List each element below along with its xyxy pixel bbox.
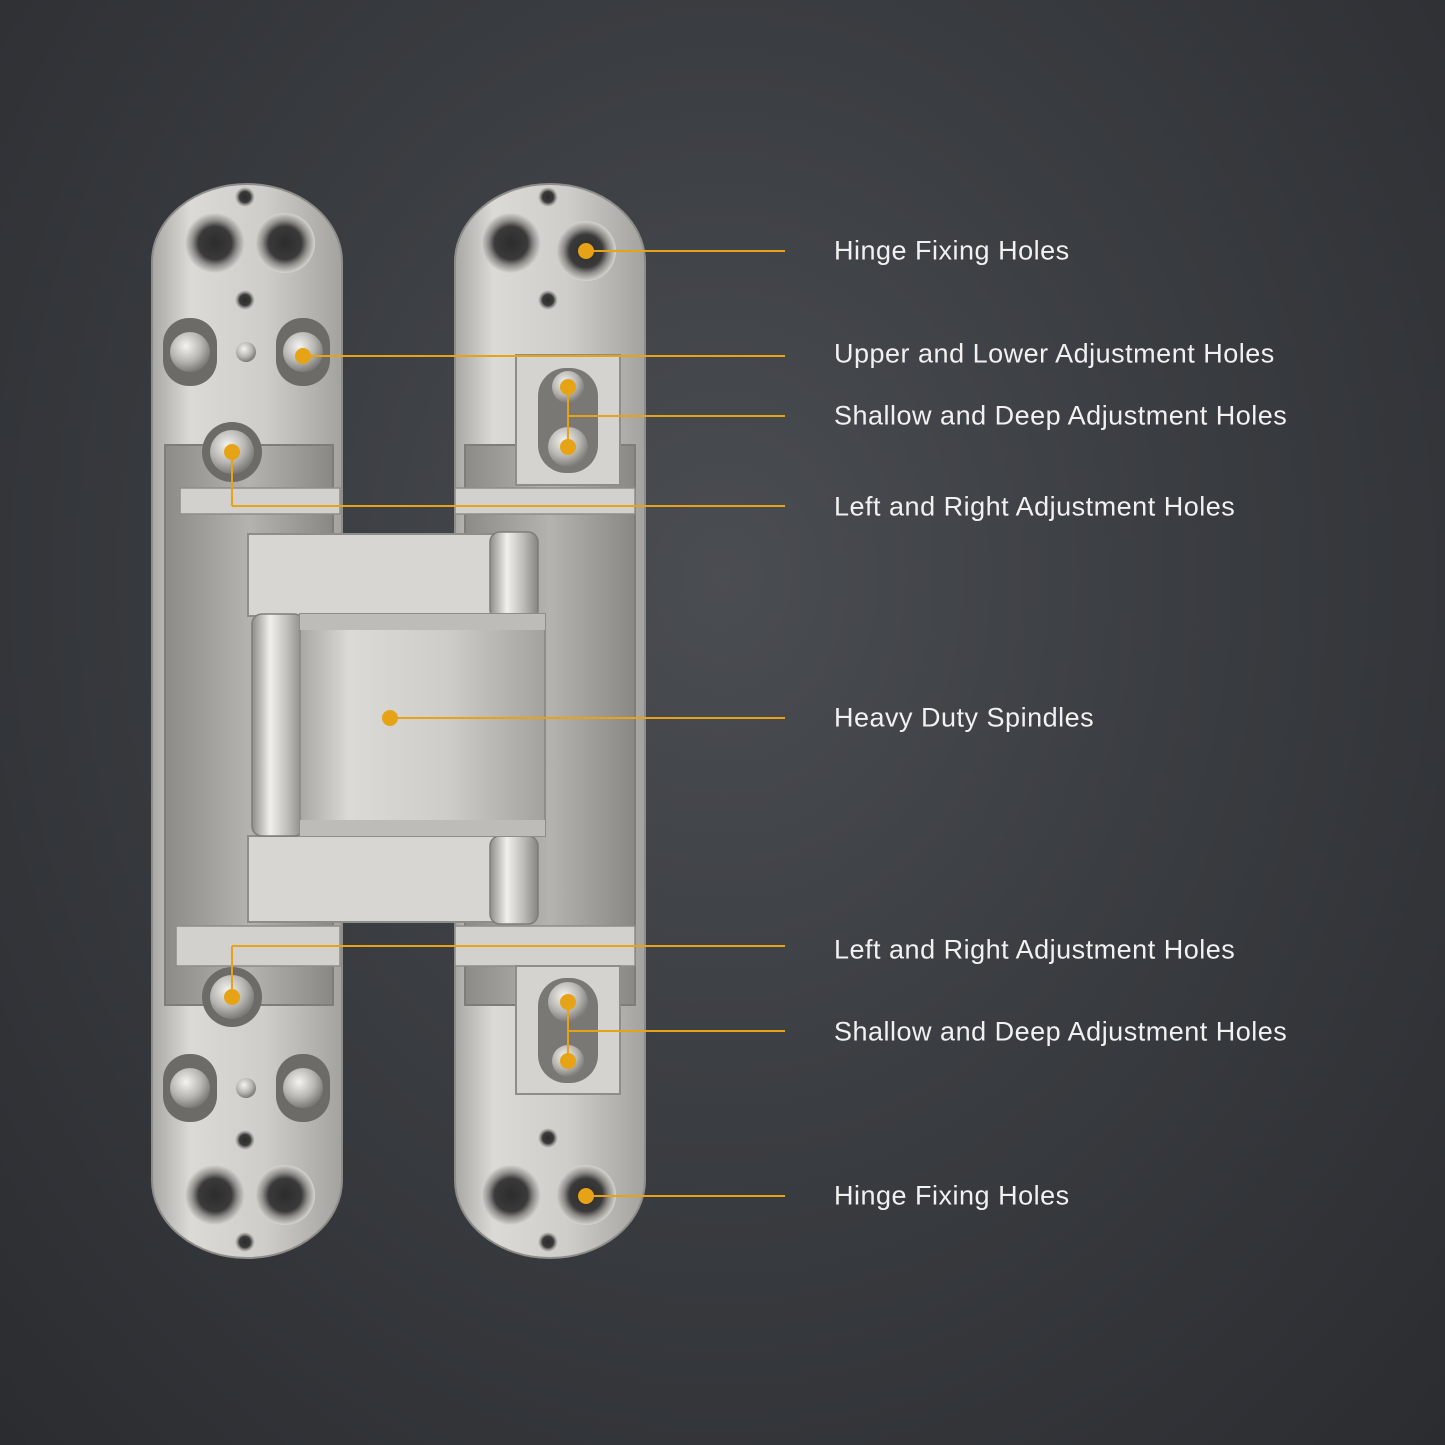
callout-hinge-fixing-holes-top: Hinge Fixing Holes <box>834 235 1070 266</box>
callout-markers <box>224 243 594 1204</box>
callout-heavy-duty-spindles: Heavy Duty Spindles <box>834 702 1095 733</box>
callout-shallow-deep-adjustment-holes-bottom: Shallow and Deep Adjustment Holes <box>834 1016 1288 1047</box>
callout-upper-lower-adjustment-holes: Upper and Lower Adjustment Holes <box>834 338 1275 369</box>
hinge-center-body <box>247 531 546 925</box>
callout-left-right-adjustment-holes-top: Left and Right Adjustment Holes <box>834 491 1236 522</box>
callout-hinge-fixing-holes-bottom: Hinge Fixing Holes <box>834 1180 1070 1211</box>
callout-shallow-deep-adjustment-holes-top: Shallow and Deep Adjustment Holes <box>834 400 1288 431</box>
callout-left-right-adjustment-holes-bottom: Left and Right Adjustment Holes <box>834 934 1236 965</box>
callout-lines <box>231 250 785 1197</box>
